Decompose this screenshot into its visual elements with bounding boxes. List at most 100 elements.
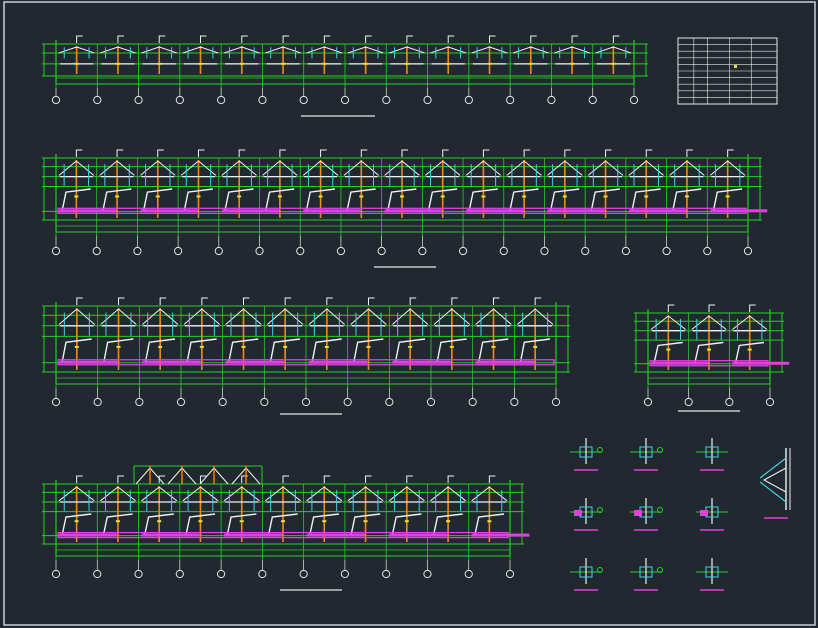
- truss-brace: [243, 308, 262, 325]
- lower-brace: [186, 338, 217, 363]
- detail-bolt: [657, 507, 663, 513]
- axis-bubble: [510, 397, 519, 407]
- axis-bubble: [340, 95, 350, 105]
- roof-hook: [282, 35, 290, 43]
- connection-detail: [570, 498, 603, 531]
- slab-fill: [59, 360, 118, 364]
- axis-bubble: [51, 246, 61, 256]
- truss-brace: [406, 46, 425, 54]
- truss-brace: [99, 486, 119, 502]
- slab-fill: [651, 361, 708, 365]
- lower-brace: [346, 188, 376, 212]
- axis-bubble: [214, 246, 223, 256]
- axis-bubble: [464, 95, 473, 105]
- detail-bolt: [597, 447, 603, 453]
- upper-brace: [135, 467, 151, 485]
- lower-brace: [227, 338, 259, 363]
- lower-brace: [267, 513, 298, 536]
- truss-brace: [554, 46, 573, 54]
- axis-bubble: [684, 397, 693, 407]
- connection-detail: [570, 558, 603, 591]
- detail-plate: [639, 566, 653, 578]
- truss-brace: [323, 486, 343, 502]
- roof-hook: [406, 35, 413, 43]
- truss-brace: [512, 46, 531, 54]
- roof-hook: [493, 297, 500, 305]
- slab-fill: [59, 533, 117, 537]
- axis-bubble: [343, 397, 352, 407]
- truss-brace: [58, 486, 77, 502]
- truss-brace: [320, 160, 339, 176]
- axis-bubble: [93, 569, 102, 579]
- axis-bubble: [299, 95, 308, 105]
- axis-bubble: [175, 569, 184, 579]
- roof-hook: [523, 149, 531, 157]
- truss-brace: [564, 160, 583, 176]
- truss-brace: [284, 308, 304, 325]
- truss-brace: [343, 160, 362, 176]
- axis-bubble: [133, 246, 142, 256]
- axis-bubble: [662, 246, 671, 256]
- connection-detail: [630, 438, 663, 471]
- detail-fill: [700, 510, 708, 516]
- roof-hook: [447, 35, 455, 43]
- axis-bubble: [629, 95, 639, 105]
- roof-hook: [447, 475, 455, 483]
- gusset-brace: [759, 481, 787, 503]
- truss-brace: [628, 160, 647, 176]
- truss-brace: [547, 160, 566, 176]
- truss-brace: [347, 46, 366, 54]
- lower-brace: [102, 513, 133, 536]
- slab-fill: [303, 209, 361, 213]
- truss-brace: [262, 160, 281, 176]
- elevation-view-1: [42, 35, 648, 105]
- truss-brace: [223, 46, 242, 54]
- elevation-view-5: [42, 465, 530, 579]
- detail-plate: [705, 566, 719, 578]
- axis-bubble: [260, 397, 269, 407]
- roof-hook: [645, 149, 653, 157]
- axis-bubble: [458, 246, 468, 256]
- roof-hook: [749, 304, 756, 312]
- detail-fill: [634, 510, 642, 516]
- truss-brace: [183, 308, 203, 325]
- roof-hook: [564, 149, 571, 157]
- slab-fill: [710, 209, 768, 213]
- detail-group: [570, 438, 791, 591]
- slab-fill: [306, 533, 365, 537]
- lower-brace: [519, 338, 551, 363]
- truss-brace: [279, 160, 298, 176]
- axis-bubble: [258, 95, 267, 105]
- truss-brace: [159, 308, 179, 325]
- truss-brace: [389, 46, 408, 54]
- connection-detail: [630, 498, 663, 531]
- roof-hook: [667, 304, 675, 312]
- roof-hook: [401, 149, 408, 157]
- lower-brace: [712, 188, 743, 212]
- truss-brace: [493, 308, 512, 325]
- roof-hook: [199, 475, 207, 483]
- upper-brace: [167, 467, 183, 485]
- gusset-brace: [759, 457, 787, 479]
- slab-fill: [141, 533, 200, 537]
- roof-hook: [534, 297, 542, 305]
- truss-brace: [116, 160, 135, 176]
- axis-bubble: [765, 397, 775, 407]
- truss-brace: [430, 46, 449, 54]
- truss-brace: [141, 46, 160, 54]
- truss-brace: [517, 308, 536, 325]
- axis-bubble: [174, 246, 183, 256]
- truss-brace: [388, 486, 408, 502]
- roof-hook: [117, 35, 124, 43]
- truss-brace: [76, 486, 95, 502]
- truss-brace: [223, 486, 243, 502]
- roof-hook: [489, 35, 496, 43]
- axis-bubble: [176, 397, 186, 407]
- roof-hook: [323, 35, 331, 43]
- axis-bubble: [382, 95, 391, 105]
- lower-brace: [477, 338, 509, 363]
- lower-brace: [693, 341, 724, 364]
- truss-brace: [76, 46, 95, 54]
- axis-bubble: [725, 397, 734, 407]
